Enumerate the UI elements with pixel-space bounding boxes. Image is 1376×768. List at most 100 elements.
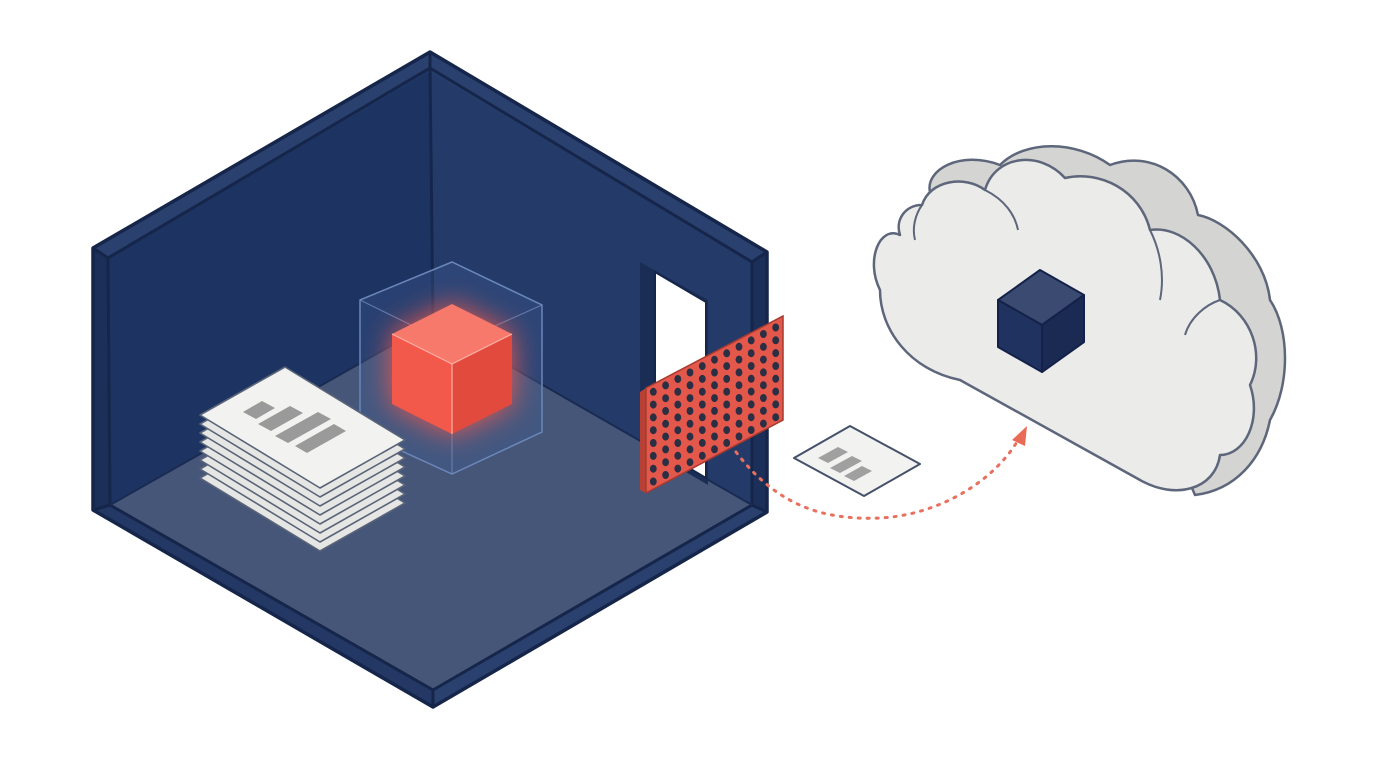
- filter-hole: [747, 374, 755, 383]
- filter-hole: [723, 349, 731, 358]
- filter-hole: [760, 419, 767, 428]
- filter-hole: [735, 342, 743, 351]
- exported-doc-bar-3: [844, 466, 872, 481]
- filter-holes: [649, 323, 780, 486]
- filter-hole: [723, 362, 731, 371]
- filter-hole: [711, 381, 718, 390]
- filter-hole: [772, 400, 780, 409]
- filter-hole: [698, 362, 706, 371]
- document-bar: [295, 424, 346, 453]
- core-cube-left: [392, 334, 452, 434]
- filter-hole: [711, 368, 718, 377]
- filter-hole: [649, 426, 657, 435]
- filter-hole: [772, 349, 780, 358]
- filter-hole: [649, 413, 657, 422]
- filter-hole: [760, 355, 767, 364]
- filter-hole: [735, 432, 743, 441]
- filter-hole: [735, 368, 743, 377]
- filter-hole: [772, 374, 780, 383]
- filter-hole: [649, 464, 657, 473]
- filter-hole: [662, 381, 669, 390]
- filter-hole: [649, 400, 657, 409]
- filter-hole: [735, 419, 743, 428]
- filter-hole: [649, 439, 657, 447]
- document-bar: [243, 401, 275, 419]
- filter-hole: [674, 413, 682, 422]
- filter-hole: [662, 471, 669, 479]
- filter-hole: [760, 406, 767, 415]
- filter-hole: [772, 387, 780, 396]
- filter-hole: [686, 381, 694, 390]
- filter-hole: [772, 413, 780, 422]
- filter-panel-edge: [640, 388, 646, 493]
- filter-hole: [662, 419, 669, 428]
- filter-hole: [662, 407, 669, 415]
- filter-hole: [772, 323, 780, 332]
- filter-hole: [735, 406, 743, 415]
- filter-hole: [649, 451, 657, 460]
- filter-hole: [735, 394, 743, 402]
- filter-hole: [686, 368, 694, 377]
- filter-hole: [686, 445, 694, 454]
- filter-hole: [747, 400, 755, 409]
- filter-hole: [698, 438, 706, 447]
- filter-hole: [674, 400, 682, 409]
- document-bar: [275, 412, 331, 443]
- secure-room: [91, 50, 769, 709]
- core-cube-right: [452, 334, 512, 434]
- filter-hole: [711, 406, 718, 415]
- filter-hole: [649, 387, 657, 396]
- filter-hole: [723, 374, 731, 383]
- filter-hole: [723, 413, 731, 422]
- filter-hole: [772, 362, 780, 370]
- filter-hole: [723, 426, 731, 435]
- filter-hole: [760, 381, 767, 390]
- filter-hole: [735, 381, 743, 390]
- filter-hole: [747, 426, 755, 434]
- filter-hole: [747, 387, 755, 396]
- exported-doc-bar-1: [818, 447, 848, 463]
- room-left-wall-end: [91, 246, 112, 512]
- filter-hole: [698, 400, 706, 409]
- filter-hole: [711, 445, 718, 454]
- filter-hole: [662, 394, 669, 403]
- filter-hole: [686, 419, 694, 428]
- dotted-transfer-arrow: [734, 426, 1027, 520]
- filter-hole: [674, 439, 682, 447]
- filter-hole: [735, 355, 743, 364]
- filter-hole: [760, 368, 767, 377]
- filter-hole: [686, 394, 694, 403]
- filter-hole: [711, 419, 718, 428]
- filter-hole: [674, 451, 682, 460]
- filter-hole: [674, 375, 682, 383]
- filter-hole: [649, 477, 657, 486]
- document-bar: [258, 406, 303, 431]
- exported-document: [793, 425, 921, 497]
- filter-hole: [747, 349, 755, 358]
- filter-hole: [747, 362, 755, 370]
- filter-hole: [686, 432, 694, 441]
- filter-hole: [698, 387, 706, 396]
- filter-hole: [698, 426, 706, 435]
- filter-hole: [674, 426, 682, 435]
- filter-panel-face: [645, 314, 784, 495]
- filter-hole: [698, 413, 706, 422]
- filter-hole: [760, 394, 767, 402]
- filter-hole: [711, 394, 718, 403]
- filter-hole: [686, 407, 694, 415]
- filter-hole: [723, 400, 731, 409]
- filter-hole: [772, 336, 780, 345]
- perforated-filter-panel: [640, 314, 784, 495]
- filter-hole: [698, 374, 706, 383]
- filter-hole: [698, 451, 706, 460]
- filter-hole: [674, 387, 682, 396]
- exported-doc-bar-2: [830, 456, 862, 473]
- filter-hole: [662, 458, 669, 467]
- filter-hole: [760, 342, 767, 351]
- room-corner-edge: [428, 67, 435, 323]
- filter-hole: [760, 330, 767, 338]
- filter-hole: [711, 355, 718, 364]
- document-stack: [199, 366, 406, 552]
- glowing-core-cube: [359, 261, 543, 475]
